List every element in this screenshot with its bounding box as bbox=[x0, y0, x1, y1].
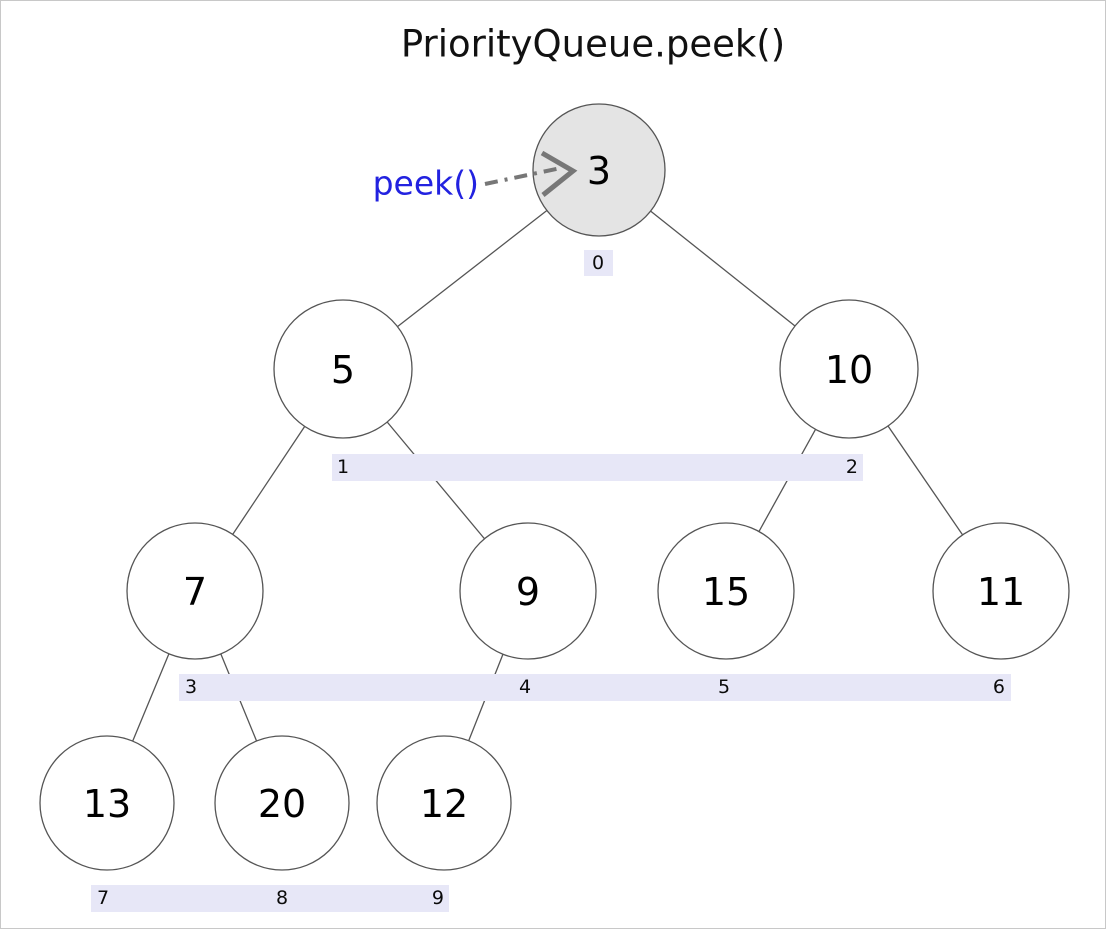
node-index-label: 1 bbox=[337, 456, 349, 478]
node-index-label: 5 bbox=[718, 676, 730, 698]
node-index-label: 0 bbox=[592, 252, 604, 274]
index-bands bbox=[91, 250, 1011, 912]
node-circle[interactable] bbox=[532, 103, 666, 237]
tree-edge bbox=[232, 426, 306, 535]
tree-edge bbox=[132, 653, 170, 742]
node-value-label: 7 bbox=[183, 570, 207, 614]
heap-node[interactable]: 10 bbox=[779, 299, 919, 439]
peek-callout: peek() bbox=[373, 150, 578, 203]
node-value-label: 9 bbox=[516, 570, 540, 614]
heap-node[interactable]: 7 bbox=[126, 522, 264, 660]
node-value-label: 5 bbox=[331, 348, 355, 392]
node-circle[interactable] bbox=[459, 522, 597, 660]
index-band bbox=[332, 454, 863, 481]
node-circle[interactable] bbox=[273, 299, 413, 439]
node-circle[interactable] bbox=[39, 735, 175, 871]
node-circle[interactable] bbox=[214, 735, 350, 871]
node-value-label: 12 bbox=[420, 782, 468, 826]
heap-node[interactable]: 3 bbox=[532, 103, 666, 237]
node-index-label: 4 bbox=[519, 676, 531, 698]
node-circle[interactable] bbox=[376, 735, 512, 871]
heap-node[interactable]: 15 bbox=[657, 522, 795, 660]
heap-node[interactable]: 11 bbox=[932, 522, 1070, 660]
tree-edge bbox=[887, 425, 964, 536]
node-value-label: 11 bbox=[977, 570, 1025, 614]
node-index-label: 3 bbox=[185, 676, 197, 698]
node-index-label: 2 bbox=[846, 456, 858, 478]
tree-edge bbox=[650, 210, 796, 327]
node-value-label: 20 bbox=[258, 782, 306, 826]
node-value-label: 15 bbox=[702, 570, 750, 614]
index-band bbox=[91, 885, 449, 912]
node-value-label: 3 bbox=[587, 149, 611, 193]
heap-node[interactable]: 5 bbox=[273, 299, 413, 439]
node-index-label: 9 bbox=[432, 887, 444, 909]
tree-edge bbox=[397, 209, 548, 328]
node-index-label: 7 bbox=[97, 887, 109, 909]
peek-callout-label: peek() bbox=[373, 164, 479, 203]
node-circle[interactable] bbox=[932, 522, 1070, 660]
page-title: PriorityQueue.peek() bbox=[401, 23, 785, 66]
heap-node[interactable]: 9 bbox=[459, 522, 597, 660]
heap-node[interactable]: 20 bbox=[214, 735, 350, 871]
node-value-label: 10 bbox=[825, 348, 873, 392]
peek-arrow-line bbox=[484, 166, 562, 186]
heap-node[interactable]: 13 bbox=[39, 735, 175, 871]
index-band bbox=[584, 250, 613, 276]
peek-arrow-head bbox=[540, 150, 578, 197]
node-circle[interactable] bbox=[657, 522, 795, 660]
heap-node[interactable]: 12 bbox=[376, 735, 512, 871]
index-band bbox=[179, 674, 1011, 701]
node-circle[interactable] bbox=[779, 299, 919, 439]
node-index-label: 6 bbox=[993, 676, 1005, 698]
node-value-label: 13 bbox=[83, 782, 131, 826]
node-index-label: 8 bbox=[276, 887, 288, 909]
node-circle[interactable] bbox=[126, 522, 264, 660]
